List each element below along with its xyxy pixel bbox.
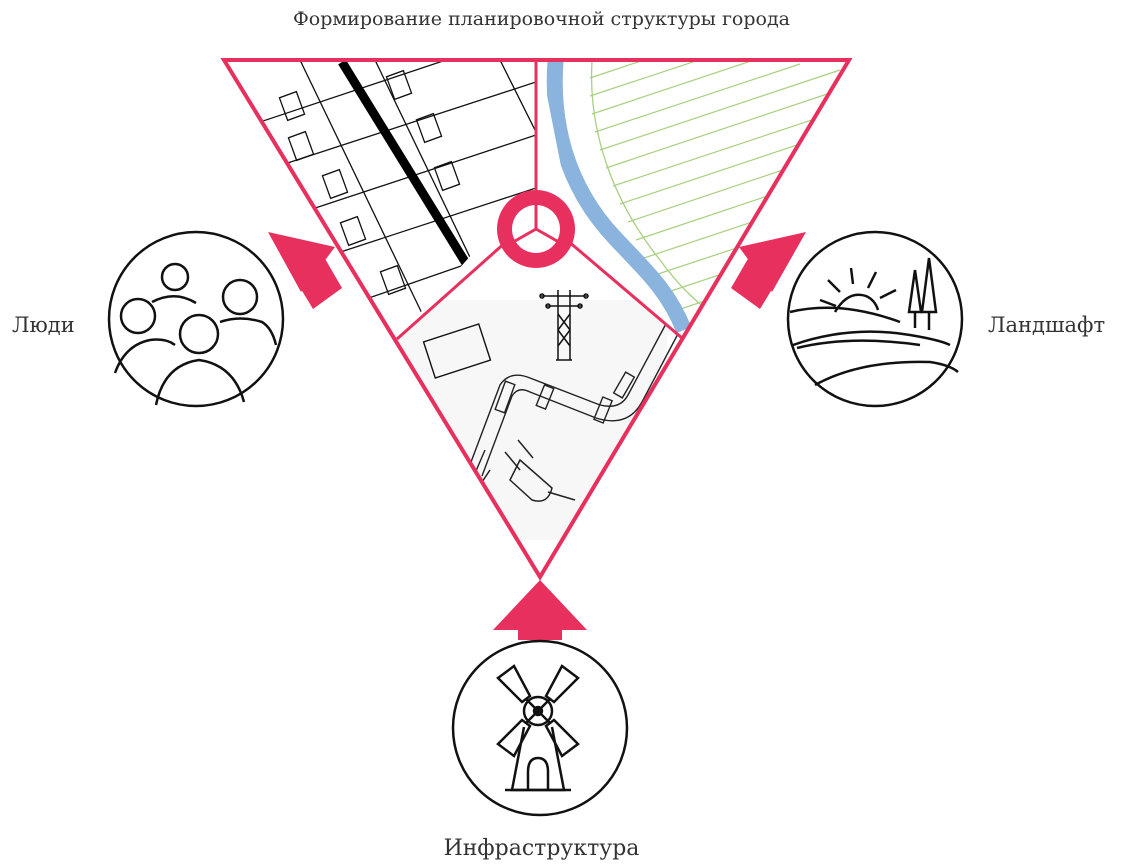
main-road xyxy=(338,60,479,281)
landscape-label: Ландшафт xyxy=(988,313,1106,337)
windmill-icon xyxy=(451,639,629,817)
river xyxy=(546,60,692,334)
landscape-sun-trees-icon xyxy=(786,230,964,408)
building-block xyxy=(422,323,492,379)
city-plan-triangle xyxy=(220,58,853,581)
diagram-title: Формирование планировочной структуры гор… xyxy=(293,8,790,30)
power-tower-icon xyxy=(539,290,589,361)
ring-junction-icon xyxy=(497,190,575,268)
arrow-infrastructure xyxy=(493,580,587,640)
arrow-landscape xyxy=(731,232,806,309)
arrow-people xyxy=(268,232,342,309)
triangle-outline xyxy=(220,58,853,581)
people-label: Люди xyxy=(12,313,75,337)
people-group-icon xyxy=(107,230,285,408)
infrastructure-label: Инфраструктура xyxy=(443,836,640,861)
